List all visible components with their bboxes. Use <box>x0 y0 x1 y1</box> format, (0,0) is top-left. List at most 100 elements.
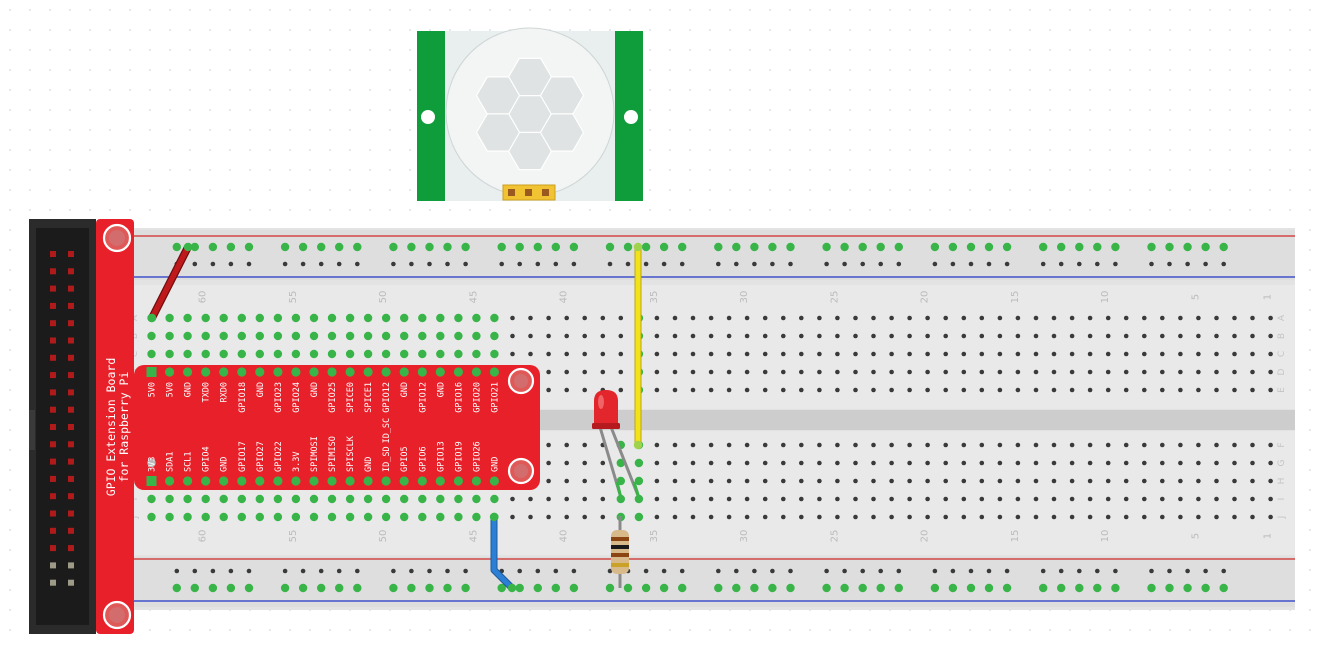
breadboard-hole[interactable] <box>1268 442 1273 448</box>
breadboard-hole[interactable] <box>781 442 786 448</box>
breadboard-hole[interactable] <box>925 369 930 375</box>
header-pin[interactable] <box>453 476 463 486</box>
breadboard-hole[interactable] <box>210 261 216 267</box>
breadboard-hole[interactable] <box>858 583 867 593</box>
breadboard-hole[interactable] <box>762 387 768 393</box>
breadboard-hole[interactable] <box>400 331 409 341</box>
breadboard-hole[interactable] <box>607 261 613 267</box>
breadboard-hole[interactable] <box>345 494 355 504</box>
breadboard-hole[interactable] <box>853 351 858 357</box>
breadboard-hole[interactable] <box>1033 442 1039 448</box>
breadboard-hole[interactable] <box>618 351 624 357</box>
breadboard-hole[interactable] <box>781 496 786 502</box>
breadboard-hole[interactable] <box>690 442 696 448</box>
breadboard-hole[interactable] <box>1203 261 1208 267</box>
breadboard-hole[interactable] <box>744 460 750 466</box>
breadboard-hole[interactable] <box>255 349 264 359</box>
breadboard-hole[interactable] <box>925 478 930 484</box>
breadboard-hole[interactable] <box>690 315 696 321</box>
breadboard-hole[interactable] <box>1075 242 1084 252</box>
breadboard-hole[interactable] <box>345 331 355 341</box>
breadboard-hole[interactable] <box>961 387 967 393</box>
breadboard-hole[interactable] <box>1105 387 1111 393</box>
breadboard-hole[interactable] <box>835 478 840 484</box>
breadboard-hole[interactable] <box>282 568 288 574</box>
breadboard-hole[interactable] <box>1111 583 1120 593</box>
breadboard-hole[interactable] <box>190 583 199 593</box>
breadboard-hole[interactable] <box>600 369 606 375</box>
breadboard-hole[interactable] <box>1268 460 1273 466</box>
breadboard-hole[interactable] <box>1015 333 1021 339</box>
breadboard-hole[interactable] <box>569 583 579 593</box>
breadboard-hole[interactable] <box>318 261 324 267</box>
breadboard-hole[interactable] <box>925 387 930 393</box>
breadboard-hole[interactable] <box>853 478 858 484</box>
header-pin[interactable] <box>489 476 499 486</box>
breadboard-hole[interactable] <box>817 514 822 520</box>
breadboard-hole[interactable] <box>443 242 452 252</box>
breadboard-hole[interactable] <box>1232 496 1237 502</box>
breadboard-hole[interactable] <box>1075 583 1084 593</box>
breadboard-hole[interactable] <box>165 331 174 341</box>
breadboard-hole[interactable] <box>961 315 967 321</box>
breadboard-hole[interactable] <box>672 460 678 466</box>
breadboard-hole[interactable] <box>1069 478 1075 484</box>
header-pin[interactable] <box>381 367 391 377</box>
header-pin[interactable] <box>417 367 427 377</box>
breadboard-hole[interactable] <box>1004 568 1010 574</box>
breadboard-hole[interactable] <box>219 313 228 323</box>
breadboard-hole[interactable] <box>1214 369 1219 375</box>
breadboard-hole[interactable] <box>582 496 587 502</box>
breadboard-hole[interactable] <box>889 442 894 448</box>
breadboard-hole[interactable] <box>273 349 283 359</box>
breadboard-hole[interactable] <box>445 261 450 267</box>
breadboard-hole[interactable] <box>454 512 463 522</box>
breadboard-hole[interactable] <box>226 583 236 593</box>
breadboard-hole[interactable] <box>300 261 306 267</box>
breadboard-hole[interactable] <box>381 494 391 504</box>
breadboard-hole[interactable] <box>1113 261 1118 267</box>
breadboard-hole[interactable] <box>672 333 678 339</box>
breadboard-hole[interactable] <box>1147 583 1156 593</box>
breadboard-hole[interactable] <box>201 313 210 323</box>
breadboard-hole[interactable] <box>835 496 840 502</box>
breadboard-hole[interactable] <box>860 261 865 267</box>
breadboard-hole[interactable] <box>708 333 714 339</box>
breadboard-hole[interactable] <box>1051 333 1057 339</box>
breadboard-hole[interactable] <box>708 496 714 502</box>
breadboard-hole[interactable] <box>546 333 551 339</box>
breadboard-hole[interactable] <box>986 261 992 267</box>
breadboard-hole[interactable] <box>1051 442 1057 448</box>
breadboard-hole[interactable] <box>979 387 985 393</box>
breadboard-hole[interactable] <box>672 496 678 502</box>
breadboard-hole[interactable] <box>147 512 156 522</box>
breadboard-hole[interactable] <box>618 369 624 375</box>
breadboard-hole[interactable] <box>979 333 985 339</box>
breadboard-hole[interactable] <box>1219 242 1228 252</box>
breadboard-hole[interactable] <box>1087 351 1093 357</box>
breadboard-hole[interactable] <box>634 512 644 522</box>
breadboard-hole[interactable] <box>708 478 714 484</box>
breadboard-hole[interactable] <box>1149 568 1154 574</box>
breadboard-hole[interactable] <box>762 351 768 357</box>
breadboard-hole[interactable] <box>192 568 198 574</box>
breadboard-hole[interactable] <box>1105 478 1111 484</box>
breadboard-hole[interactable] <box>1178 333 1183 339</box>
breadboard-hole[interactable] <box>461 583 470 593</box>
breadboard-hole[interactable] <box>1232 369 1237 375</box>
breadboard-hole[interactable] <box>327 349 337 359</box>
breadboard-hole[interactable] <box>762 315 768 321</box>
breadboard-hole[interactable] <box>582 333 587 339</box>
breadboard-hole[interactable] <box>546 315 551 321</box>
breadboard-hole[interactable] <box>824 261 829 267</box>
breadboard-hole[interactable] <box>190 242 199 252</box>
breadboard-hole[interactable] <box>788 568 793 574</box>
breadboard-hole[interactable] <box>1069 315 1075 321</box>
breadboard-hole[interactable] <box>472 331 481 341</box>
breadboard-hole[interactable] <box>546 514 551 520</box>
breadboard-hole[interactable] <box>1221 568 1226 574</box>
breadboard-hole[interactable] <box>799 351 804 357</box>
breadboard-hole[interactable] <box>708 351 714 357</box>
breadboard-hole[interactable] <box>1015 351 1021 357</box>
breadboard-hole[interactable] <box>1077 568 1082 574</box>
